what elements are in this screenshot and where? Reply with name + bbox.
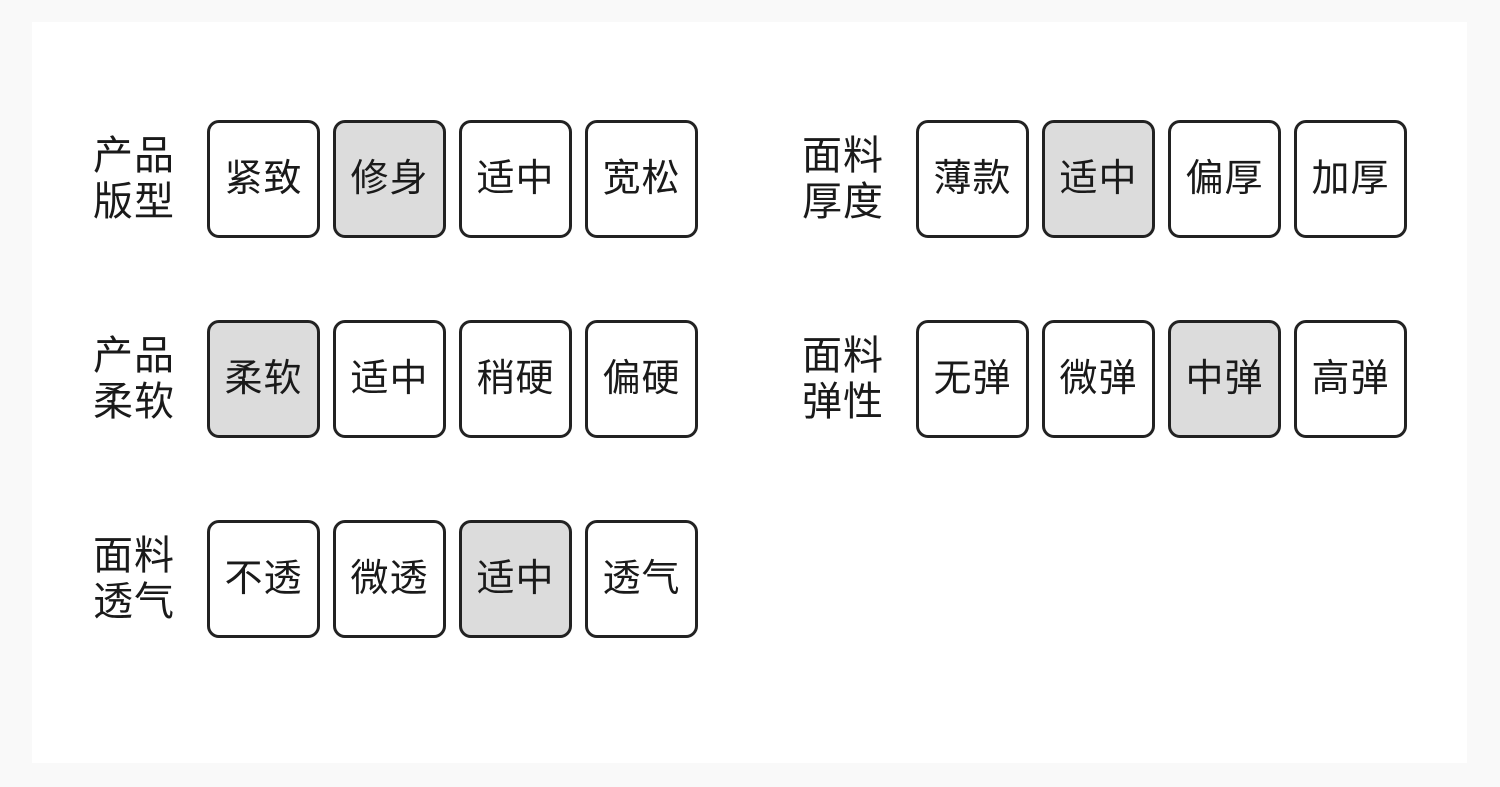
attribute-label-fabric-thickness: 面料 厚度: [802, 134, 884, 224]
option-list-product-fit: 紧致 修身 适中 宽松: [207, 120, 698, 238]
option-fabric-breathability-1[interactable]: 微透: [333, 520, 446, 638]
attribute-group-fabric-breathability: 面料 透气 不透 微透 适中 透气: [93, 520, 698, 638]
option-product-fit-2[interactable]: 适中: [459, 120, 572, 238]
attribute-column-left: 产品 版型 紧致 修身 适中 宽松 产品 柔软 柔软 适中 稍硬 偏硬 面料: [93, 22, 763, 763]
option-fabric-thickness-3[interactable]: 加厚: [1294, 120, 1407, 238]
attribute-group-fabric-thickness: 面料 厚度 薄款 适中 偏厚 加厚: [802, 120, 1407, 238]
attribute-label-product-fit: 产品 版型: [93, 134, 175, 224]
attribute-label-fabric-breathability: 面料 透气: [93, 534, 175, 624]
attribute-group-product-softness: 产品 柔软 柔软 适中 稍硬 偏硬: [93, 320, 698, 438]
attribute-columns: 产品 版型 紧致 修身 适中 宽松 产品 柔软 柔软 适中 稍硬 偏硬 面料: [32, 22, 1467, 763]
option-product-softness-1[interactable]: 适中: [333, 320, 446, 438]
attribute-group-fabric-elasticity: 面料 弹性 无弹 微弹 中弹 高弹: [802, 320, 1407, 438]
option-fabric-thickness-0[interactable]: 薄款: [916, 120, 1029, 238]
attribute-label-product-softness: 产品 柔软: [93, 334, 175, 424]
option-fabric-elasticity-1[interactable]: 微弹: [1042, 320, 1155, 438]
option-fabric-elasticity-0[interactable]: 无弹: [916, 320, 1029, 438]
option-product-fit-1[interactable]: 修身: [333, 120, 446, 238]
option-list-fabric-thickness: 薄款 适中 偏厚 加厚: [916, 120, 1407, 238]
option-product-fit-0[interactable]: 紧致: [207, 120, 320, 238]
option-list-fabric-elasticity: 无弹 微弹 中弹 高弹: [916, 320, 1407, 438]
option-list-fabric-breathability: 不透 微透 适中 透气: [207, 520, 698, 638]
option-fabric-thickness-2[interactable]: 偏厚: [1168, 120, 1281, 238]
option-fabric-thickness-1[interactable]: 适中: [1042, 120, 1155, 238]
option-fabric-elasticity-2[interactable]: 中弹: [1168, 320, 1281, 438]
option-list-product-softness: 柔软 适中 稍硬 偏硬: [207, 320, 698, 438]
option-product-softness-2[interactable]: 稍硬: [459, 320, 572, 438]
attribute-selector-card: 产品 版型 紧致 修身 适中 宽松 产品 柔软 柔软 适中 稍硬 偏硬 面料: [32, 22, 1467, 763]
option-fabric-breathability-3[interactable]: 透气: [585, 520, 698, 638]
option-product-softness-3[interactable]: 偏硬: [585, 320, 698, 438]
option-fabric-elasticity-3[interactable]: 高弹: [1294, 320, 1407, 438]
attribute-label-fabric-elasticity: 面料 弹性: [802, 334, 884, 424]
option-product-softness-0[interactable]: 柔软: [207, 320, 320, 438]
option-fabric-breathability-2[interactable]: 适中: [459, 520, 572, 638]
option-product-fit-3[interactable]: 宽松: [585, 120, 698, 238]
attribute-group-product-fit: 产品 版型 紧致 修身 适中 宽松: [93, 120, 698, 238]
attribute-column-right: 面料 厚度 薄款 适中 偏厚 加厚 面料 弹性 无弹 微弹 中弹 高弹: [802, 22, 1452, 763]
option-fabric-breathability-0[interactable]: 不透: [207, 520, 320, 638]
